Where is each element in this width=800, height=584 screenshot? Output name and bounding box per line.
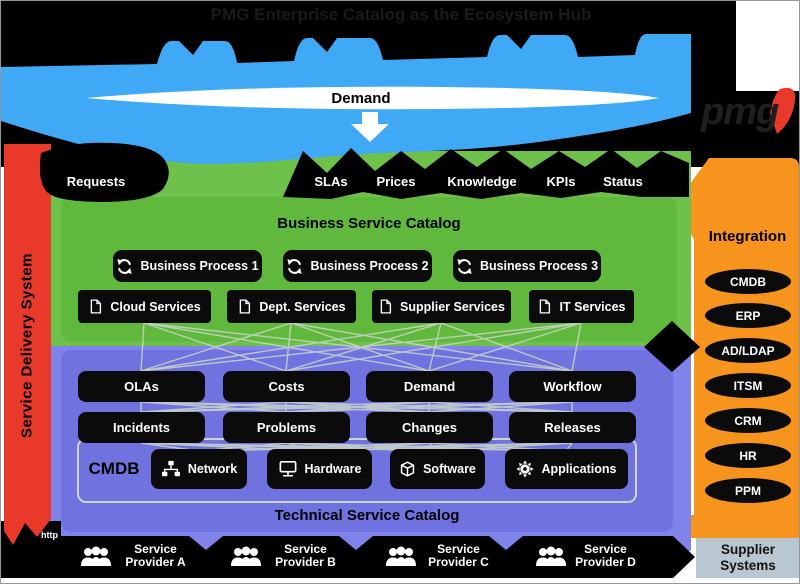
people-icon xyxy=(386,546,416,566)
service-delivery-system-label: Service Delivery System xyxy=(18,253,36,438)
output-label-slas: SLAs xyxy=(314,174,348,189)
supplier-services-box: Supplier Services xyxy=(372,290,511,323)
network-pill: Network xyxy=(151,449,247,489)
demand-arrow-icon xyxy=(351,112,389,142)
people-icon xyxy=(81,546,111,566)
incidents-pill: Incidents xyxy=(78,412,205,443)
integration-title: Integration xyxy=(708,228,787,245)
document-icon xyxy=(540,299,551,314)
releases-pill: Releases xyxy=(509,412,636,443)
logo-red-mark-icon xyxy=(770,87,796,134)
page-title: PMG Enterprise Catalog as the Ecosystem … xyxy=(210,5,592,24)
refresh-icon xyxy=(457,258,472,274)
integration-crm: CRM xyxy=(705,408,791,433)
demand-pill: Demand xyxy=(366,371,493,402)
service-delivery-bar xyxy=(4,144,51,545)
pmg-logo: pmg xyxy=(701,91,779,133)
dept-services-box: Dept. Services xyxy=(227,290,356,323)
provider-bar xyxy=(56,536,695,578)
output-label-prices: Prices xyxy=(376,174,416,189)
changes-pill: Changes xyxy=(366,412,493,443)
cmdb-label: CMDB xyxy=(88,459,140,478)
business-process-3-pill: Business Process 3 xyxy=(453,250,601,282)
business-process-1-pill: Business Process 1 xyxy=(113,250,262,282)
people-icon xyxy=(536,546,566,566)
output-label-kpis: KPIs xyxy=(546,174,576,189)
hardware-pill: Hardware xyxy=(267,449,372,489)
requests-label: Requests xyxy=(66,174,126,189)
cmdb-box-border xyxy=(77,438,637,503)
document-icon xyxy=(380,299,392,314)
costs-pill: Costs xyxy=(223,371,350,402)
hardware-icon xyxy=(279,460,296,477)
document-icon xyxy=(240,299,251,314)
gear-icon xyxy=(516,460,535,478)
software-pill: Software xyxy=(390,449,485,489)
output-label-knowledge: Knowledge xyxy=(447,174,517,189)
integration-ppm: PPM xyxy=(705,478,791,503)
refresh-icon xyxy=(287,258,303,274)
integration-cmdb: CMDB xyxy=(705,269,791,294)
business-process-2-pill: Business Process 2 xyxy=(283,250,432,282)
output-label-status: Status xyxy=(603,174,643,189)
it-services-box: IT Services xyxy=(529,290,634,323)
people-icon xyxy=(231,546,261,566)
document-icon xyxy=(91,299,102,314)
network-icon xyxy=(161,460,180,477)
refresh-icon xyxy=(117,258,133,274)
supplier-systems-label: Supplier Systems xyxy=(720,542,776,573)
demand-label: Demand xyxy=(331,90,391,107)
outputs-band xyxy=(283,148,689,199)
integration-adldap: AD/LDAP xyxy=(705,338,791,363)
olas-pill: OLAs xyxy=(78,371,205,402)
demand-lens xyxy=(86,86,659,110)
integration-hr: HR xyxy=(705,443,791,468)
business-catalog-title: Business Service Catalog xyxy=(277,215,461,232)
requests-blob xyxy=(39,142,169,202)
technical-catalog-title: Technical Service Catalog xyxy=(274,507,460,524)
integration-itsm: ITSM xyxy=(705,373,791,398)
applications-pill: Applications xyxy=(505,449,628,489)
watermark: http xyxy=(41,530,58,540)
workflow-pill: Workflow xyxy=(509,371,636,402)
logo-corner xyxy=(736,1,799,91)
supplier-systems-box xyxy=(696,538,799,578)
software-icon xyxy=(400,461,415,477)
integration-erp: ERP xyxy=(705,303,791,328)
cloud-services-box: Cloud Services xyxy=(78,290,211,323)
problems-pill: Problems xyxy=(223,412,350,443)
diamond-connector-icon xyxy=(644,321,700,372)
